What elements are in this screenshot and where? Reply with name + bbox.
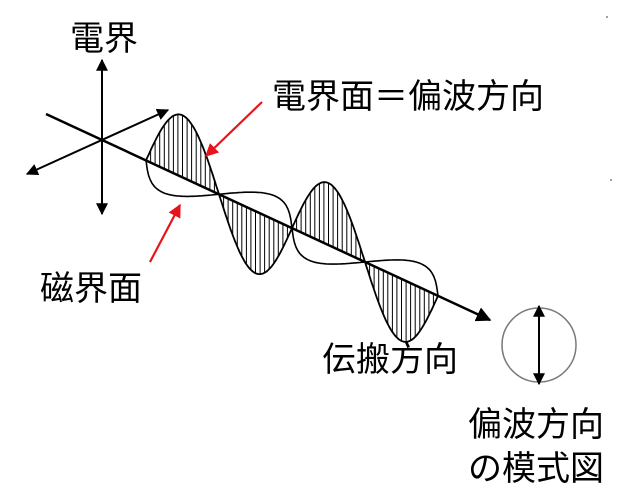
polarization-caption-line1: 偏波方向 <box>468 403 604 447</box>
magnetic-plane-pointer-arrow <box>150 205 180 262</box>
electric-plane-pointer-arrow <box>206 102 262 156</box>
polarization-model-caption: 偏波方向 の模式図 <box>468 403 604 491</box>
magnetic-plane-label: 磁界面 <box>40 272 142 306</box>
propagation-direction-label: 伝搬方向 <box>322 343 458 377</box>
electric-plane-label: 電界面＝偏波方向 <box>272 80 544 114</box>
electric-field-label: 電界 <box>70 22 138 56</box>
polarization-model <box>502 306 576 384</box>
polarization-caption-line2: の模式図 <box>468 447 604 491</box>
